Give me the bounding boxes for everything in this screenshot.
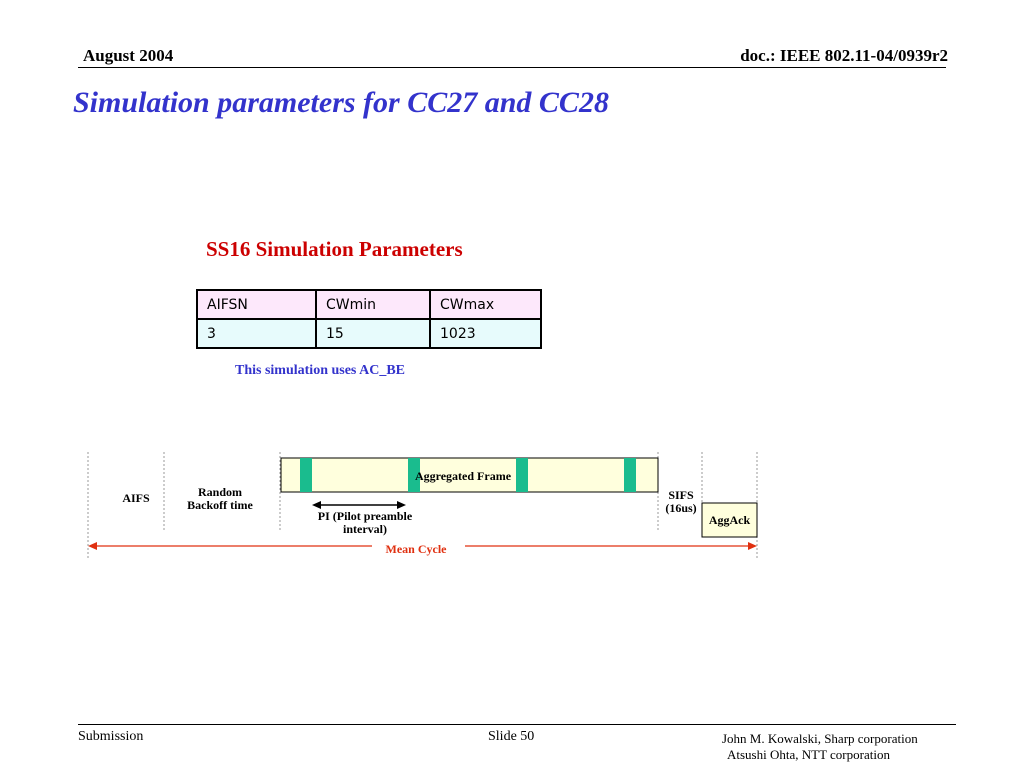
arrow-head-left-icon xyxy=(88,542,97,550)
table-cell: 3 xyxy=(196,318,317,349)
pilot-block xyxy=(516,458,528,492)
table-header-cell: AIFSN xyxy=(196,289,317,320)
aggregated-frame-box xyxy=(280,457,659,493)
footer-author-line: Atsushi Ohta, NTT corporation xyxy=(727,747,890,762)
table-title: SS16 Simulation Parameters xyxy=(206,237,463,261)
table-cell: 15 xyxy=(315,318,431,349)
table-row: 3 15 1023 xyxy=(196,318,542,349)
pilot-block xyxy=(300,458,312,492)
table-header-cell: CWmax xyxy=(429,289,542,320)
pi-label: PI (Pilot preamble interval) xyxy=(300,510,430,536)
random-backoff-line: Random xyxy=(197,485,242,499)
pi-line: interval) xyxy=(343,522,387,536)
simulation-note: This simulation uses AC_BE xyxy=(235,363,405,378)
sifs-line: SIFS xyxy=(668,488,694,502)
aggregated-frame-label: Aggregated Frame xyxy=(414,469,512,483)
table-header-row: AIFSN CWmin CWmax xyxy=(196,289,542,320)
pilot-block xyxy=(408,458,420,492)
pi-line: PI (Pilot preamble xyxy=(317,509,413,523)
footer-submission: Submission xyxy=(78,729,144,744)
arrow-head-right-icon xyxy=(397,501,406,509)
arrow-head-left-icon xyxy=(312,501,321,509)
pilot-block xyxy=(624,458,636,492)
sifs-label: SIFS (16us) xyxy=(655,489,707,515)
parameters-table: AIFSN CWmin CWmax 3 15 1023 xyxy=(196,289,542,349)
footer-slide-number: Slide 50 xyxy=(488,729,535,744)
aggack-box xyxy=(701,502,758,538)
aggack-label: AggAck xyxy=(708,513,751,527)
header-doc-id: doc.: IEEE 802.11-04/0939r2 xyxy=(740,46,948,65)
header-rule xyxy=(78,67,946,68)
footer-authors: John M. Kowalski, Sharp corporation Atsu… xyxy=(722,731,918,763)
random-backoff-line: Backoff time xyxy=(187,498,253,512)
slide-title: Simulation parameters for CC27 and CC28 xyxy=(73,86,609,119)
footer-rule xyxy=(78,724,956,725)
mean-cycle-label: Mean Cycle xyxy=(385,542,447,556)
footer-author-line: John M. Kowalski, Sharp corporation xyxy=(722,731,918,746)
table-cell: 1023 xyxy=(429,318,542,349)
arrow-head-right-icon xyxy=(748,542,757,550)
random-backoff-label: Random Backoff time xyxy=(170,486,270,512)
sifs-line: (16us) xyxy=(665,501,697,515)
aifs-label: AIFS xyxy=(122,491,150,505)
table-header-cell: CWmin xyxy=(315,289,431,320)
header-date: August 2004 xyxy=(83,46,174,65)
